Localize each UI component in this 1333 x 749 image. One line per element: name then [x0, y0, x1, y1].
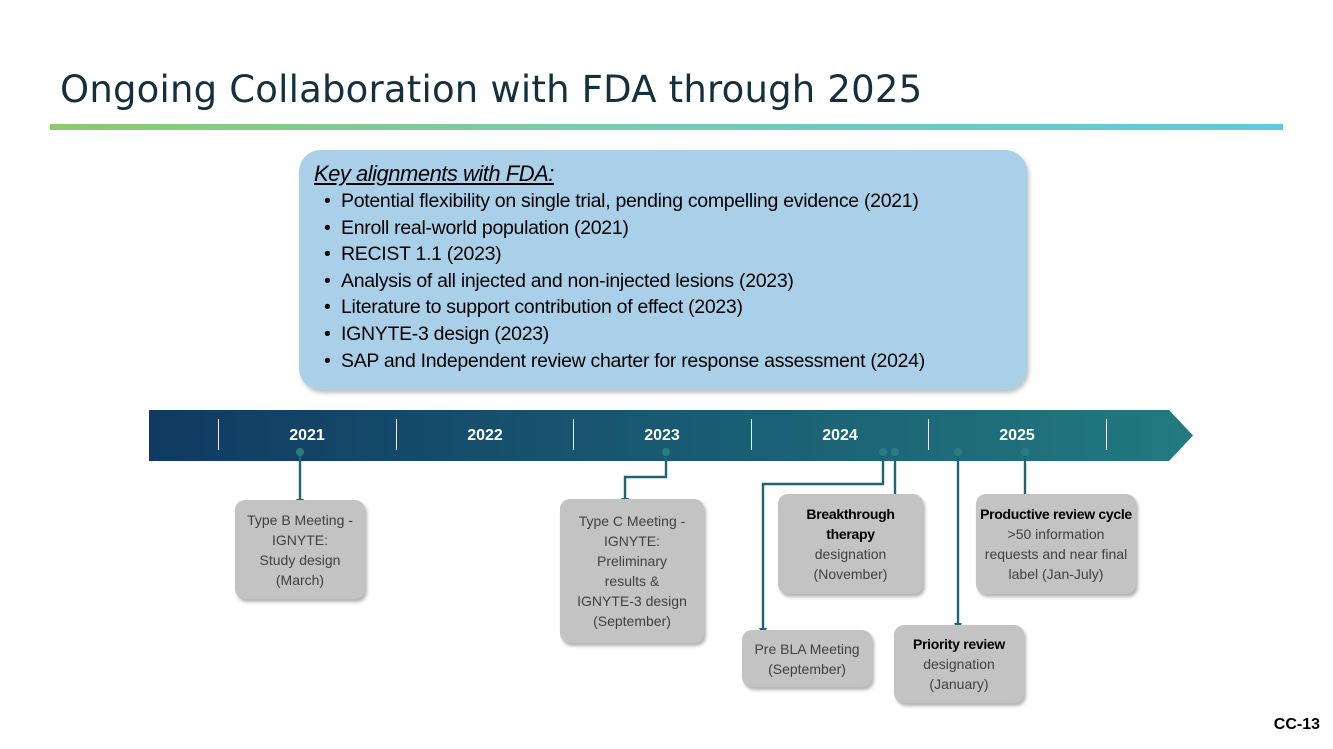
alignment-item: SAP and Independent review charter for r… — [324, 348, 1027, 375]
event-pre-bla-meeting: Pre BLA Meeting (September) — [742, 630, 872, 687]
timeline-tick — [751, 419, 752, 450]
slide-number: CC-13 — [1273, 716, 1320, 733]
event-text: Study design — [259, 551, 341, 568]
event-productive-review-cycle: Productive review cycle >50 information … — [976, 494, 1136, 594]
year-label-2023: 2023 — [644, 427, 680, 444]
alignments-list: Potential flexibility on single trial, p… — [314, 188, 1027, 374]
event-text: (September) — [768, 660, 846, 677]
event-heading: Productive review cycle — [980, 506, 1132, 522]
timeline-tick — [1106, 419, 1107, 450]
event-heading: Breakthrough — [806, 506, 895, 522]
event-text: Preliminary — [596, 553, 667, 569]
timeline-arrow — [149, 410, 1193, 461]
alignment-item: Analysis of all injected and non-injecte… — [324, 268, 1027, 295]
event-text: Pre BLA Meeting — [754, 640, 860, 657]
event-text: >50 information — [1007, 526, 1105, 542]
event-text: designation — [814, 546, 887, 562]
event-breakthrough-therapy: Breakthrough therapy designation (Novemb… — [778, 494, 923, 594]
callout-heading: Key alignments with FDA: — [314, 161, 554, 186]
event-text: Type B Meeting - — [247, 511, 353, 528]
year-label-2025: 2025 — [999, 427, 1035, 444]
event-text: requests and near final — [984, 546, 1128, 562]
event-heading: therapy — [826, 526, 875, 542]
alignment-item: Literature to support contribution of ef… — [324, 294, 1027, 321]
event-type-c-meeting: Type C Meeting - IGNYTE: Preliminary res… — [560, 499, 704, 643]
title-divider — [50, 124, 1283, 130]
key-alignments-callout: Key alignments with FDA: Potential flexi… — [299, 150, 1027, 390]
timeline-tick — [573, 419, 574, 450]
alignment-item: IGNYTE-3 design (2023) — [324, 321, 1027, 348]
event-text: results & — [604, 573, 660, 589]
event-type-b-meeting: Type B Meeting - IGNYTE: Study design (M… — [235, 500, 365, 599]
event-text: (November) — [813, 566, 888, 582]
event-text: (January) — [929, 676, 989, 692]
alignment-item: RECIST 1.1 (2023) — [324, 241, 1027, 268]
event-heading: Priority review — [913, 636, 1005, 652]
event-text: (September) — [593, 613, 671, 629]
timeline-tick — [928, 419, 929, 450]
year-label-2024: 2024 — [822, 427, 858, 444]
event-text: IGNYTE: — [271, 531, 328, 548]
event-text: IGNYTE-3 design — [577, 593, 687, 609]
alignment-item: Potential flexibility on single trial, p… — [324, 188, 1027, 215]
year-label-2021: 2021 — [289, 427, 325, 444]
page-title: Ongoing Collaboration with FDA through 2… — [60, 68, 923, 111]
year-label-2022: 2022 — [467, 427, 503, 444]
alignment-item: Enroll real-world population (2021) — [324, 215, 1027, 242]
timeline-tick — [218, 419, 219, 450]
event-priority-review: Priority review designation (January) — [894, 625, 1024, 703]
event-text: designation — [923, 656, 995, 672]
event-text: IGNYTE: — [603, 533, 660, 549]
timeline-tick — [396, 419, 397, 450]
event-text: label (Jan-July) — [1008, 566, 1104, 582]
event-text: Type C Meeting - — [578, 513, 686, 529]
event-text: (March) — [275, 571, 325, 588]
